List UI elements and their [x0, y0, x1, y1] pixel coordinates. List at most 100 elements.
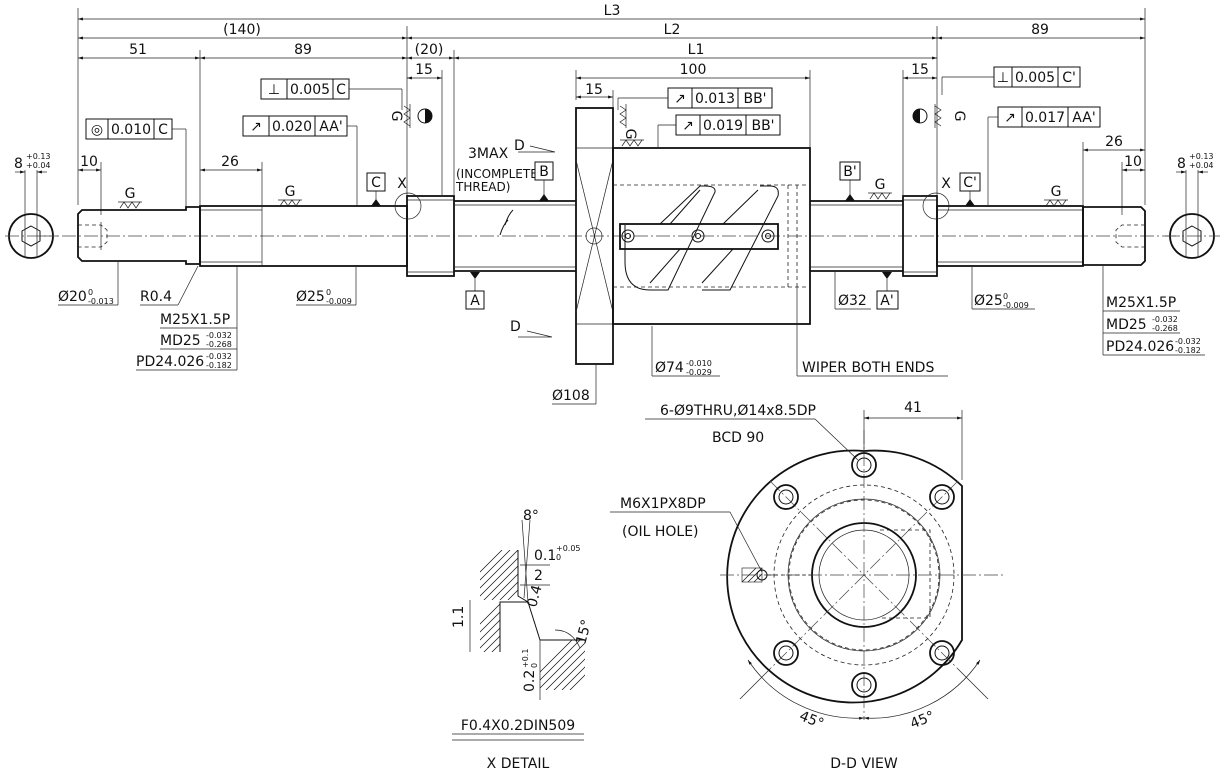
svg-text:-0.029: -0.029: [686, 368, 712, 377]
svg-text:PD24.026: PD24.026: [1106, 339, 1174, 355]
dim-51: 51: [129, 42, 147, 58]
svg-text:C': C': [963, 175, 977, 191]
right-shaft-key-up: +0.13: [1189, 152, 1214, 161]
dim-89-right: 89: [1031, 22, 1049, 38]
svg-text:AA': AA': [319, 119, 342, 135]
svg-text:AA': AA': [1072, 110, 1095, 126]
svg-text:-0.009: -0.009: [326, 297, 352, 306]
svg-text:MD25: MD25: [1106, 317, 1147, 333]
svg-text:-0.268: -0.268: [1152, 324, 1178, 333]
svg-text:C: C: [336, 82, 346, 98]
svg-text:↗: ↗: [1004, 110, 1016, 126]
svg-text:0: 0: [1003, 292, 1008, 301]
svg-text:G: G: [875, 177, 886, 193]
svg-text:PD24.026: PD24.026: [136, 354, 204, 370]
svg-text:6-Ø9THRU,Ø14x8.5DP: 6-Ø9THRU,Ø14x8.5DP: [660, 403, 816, 419]
svg-text:1.1: 1.1: [451, 606, 467, 628]
grinding-marks: G G G G G G G: [118, 104, 1068, 209]
dim-l2: L2: [664, 22, 681, 38]
svg-text:⊥: ⊥: [268, 82, 280, 98]
section-d-upper: D: [514, 138, 525, 154]
dim-10-left: 10: [80, 154, 98, 170]
svg-text:45°: 45°: [797, 708, 826, 732]
svg-text:X DETAIL: X DETAIL: [487, 756, 550, 772]
dim-l1: L1: [688, 42, 705, 58]
svg-text:M25X1.5P: M25X1.5P: [160, 312, 230, 328]
section-d-lower: D: [510, 319, 521, 335]
dim-l3: L3: [604, 3, 621, 19]
x-markers: X X: [397, 176, 951, 192]
right-shaft-key-main: 8: [1177, 156, 1186, 172]
svg-text:-0.032: -0.032: [1152, 315, 1178, 324]
svg-text:M25X1.5P: M25X1.5P: [1106, 295, 1176, 311]
svg-text:-0.182: -0.182: [206, 361, 232, 370]
d-d-view: 41 6-Ø9THRU,Ø14x8.5DP BCD 90 M6X1PX8DP (…: [610, 400, 1005, 772]
svg-text:+0.05: +0.05: [556, 544, 581, 553]
svg-text:0.020: 0.020: [272, 119, 312, 135]
svg-text:(OIL HOLE): (OIL HOLE): [622, 524, 699, 540]
gdt-runout-bb-2: ↗ 0.019 BB': [657, 114, 781, 148]
ball-screw-shaft: [40, 192, 1180, 277]
ball-nut: [575, 107, 811, 365]
svg-text:↗: ↗: [682, 118, 694, 134]
x-marker-right: X: [941, 176, 951, 192]
lower-callouts: Ø20 0 -0.013 R0.4 M25X1.5P MD25 -0.032 -…: [58, 262, 1205, 405]
svg-text:Ø25: Ø25: [296, 289, 325, 305]
svg-text:0.005: 0.005: [290, 82, 330, 98]
svg-text:8°: 8°: [523, 508, 539, 524]
svg-text:◎: ◎: [91, 122, 103, 138]
dim-3max: 3MAX: [468, 146, 509, 162]
svg-text:0.4: 0.4: [524, 583, 545, 609]
svg-text:-0.032: -0.032: [206, 331, 232, 340]
svg-text:-0.182: -0.182: [1175, 346, 1201, 355]
left-end-view: 8 +0.13 +0.04: [5, 152, 58, 259]
datum-a: A: [465, 272, 485, 310]
dim-140: (140): [223, 22, 261, 38]
svg-text:G: G: [622, 129, 638, 140]
x-detail-view: 8° 0.1 +0.05 0 2 0.4 1.1 15° 0.2 +0.1 0 …: [451, 508, 595, 772]
svg-text:0.017: 0.017: [1025, 110, 1065, 126]
datum-c-prime: C': [959, 172, 981, 206]
dimension-texts: L3 (140) L2 89 51 89 (20) L1 15 100 15 1…: [80, 3, 1142, 194]
svg-text:C: C: [371, 175, 381, 191]
dim-26-left: 26: [221, 154, 239, 170]
right-shaft-key-lo: +0.04: [1189, 161, 1214, 170]
svg-text:F0.4X0.2DIN509: F0.4X0.2DIN509: [461, 718, 575, 734]
svg-text:-0.032: -0.032: [206, 352, 232, 361]
dim-26-right: 26: [1105, 134, 1123, 150]
svg-text:-0.032: -0.032: [1175, 337, 1201, 346]
right-end-view: 8 +0.13 +0.04: [1165, 152, 1220, 259]
section-marks-d: D D: [510, 138, 556, 338]
left-shaft-key-lo: +0.04: [26, 161, 51, 170]
svg-text:0: 0: [556, 553, 561, 562]
gdt-runout-bb-1: ↗ 0.013 BB': [617, 87, 773, 110]
x-marker-left: X: [397, 176, 407, 192]
svg-text:0.010: 0.010: [111, 122, 151, 138]
datum-b-prime: B': [839, 161, 861, 201]
svg-text:WIPER BOTH ENDS: WIPER BOTH ENDS: [802, 360, 934, 376]
svg-text:+0.1: +0.1: [521, 649, 530, 668]
svg-text:-0.009: -0.009: [1003, 301, 1029, 310]
svg-text:0: 0: [326, 288, 331, 297]
incomplete-thread-1: (INCOMPLETE: [456, 167, 538, 181]
svg-text:B': B': [843, 164, 856, 180]
svg-text:↗: ↗: [250, 119, 262, 135]
svg-text:C: C: [158, 122, 168, 138]
gdt-perpendicularity-c-prime: ⊥ 0.005 C': [941, 66, 1081, 95]
svg-text:A: A: [470, 293, 480, 309]
svg-text:G: G: [285, 184, 296, 200]
dim-89-left: 89: [294, 42, 312, 58]
svg-text:41: 41: [904, 400, 922, 416]
svg-text:R0.4: R0.4: [140, 289, 172, 305]
svg-text:Ø25: Ø25: [974, 293, 1003, 309]
svg-text:A': A': [880, 293, 893, 309]
g-mark-left-flank: G: [388, 111, 404, 122]
svg-text:↗: ↗: [674, 91, 686, 107]
datum-a-prime: A': [876, 272, 899, 310]
svg-text:0.019: 0.019: [703, 118, 743, 134]
svg-text:0.005: 0.005: [1015, 70, 1055, 86]
svg-text:0.2: 0.2: [522, 670, 538, 692]
svg-text:G: G: [125, 186, 136, 202]
g-mark-right-flank: G: [951, 111, 967, 122]
left-shaft-key-main: 8: [14, 156, 23, 172]
